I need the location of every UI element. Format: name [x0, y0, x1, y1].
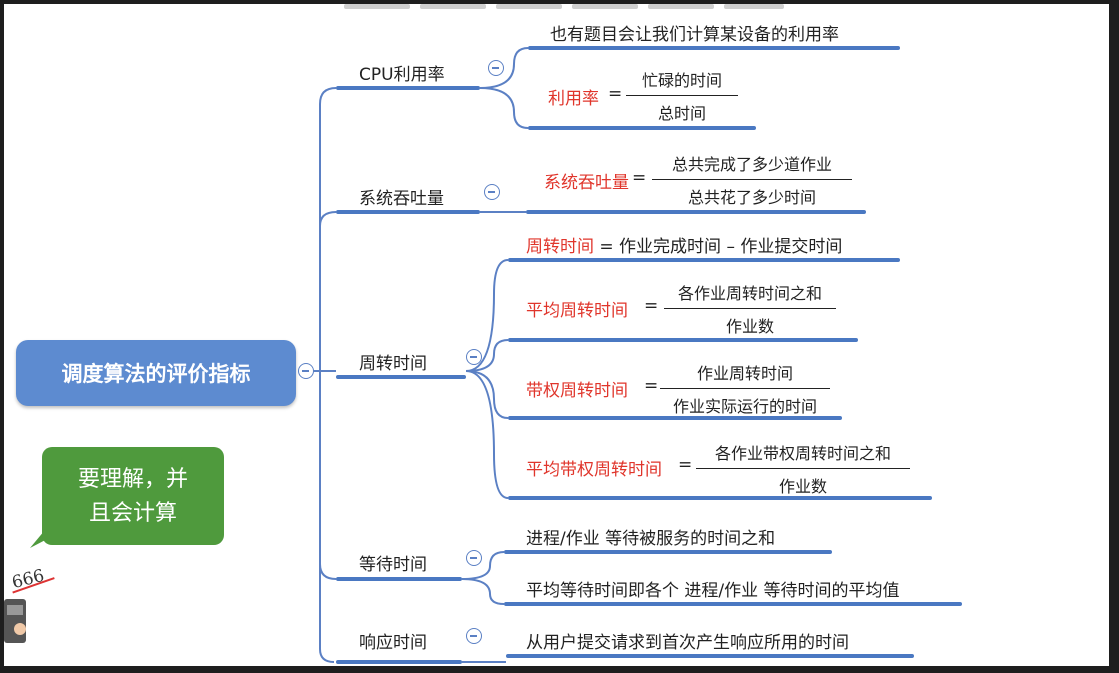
waiting-item1: 进程/作业 等待被服务的时间之和 — [526, 529, 776, 549]
branch-throughput-underline — [336, 210, 480, 214]
cpu-remark: 也有题目会让我们计算某设备的利用率 — [550, 25, 839, 45]
turnaround-avg-fraction: 各作业周转时间之和 作业数 — [664, 280, 836, 337]
note-line-1: 要理解，并 — [77, 467, 188, 492]
branch-cpu-collapse-icon[interactable] — [488, 60, 504, 76]
branch-waiting-collapse-icon[interactable] — [466, 550, 482, 566]
turnaround-avg-weighted-underline — [508, 496, 932, 500]
response-item1-underline — [506, 654, 914, 658]
root-collapse-icon[interactable] — [298, 363, 314, 379]
waiting-item2: 平均等待时间即各个 进程/作业 等待时间的平均值 — [526, 581, 900, 601]
branch-throughput-collapse-icon[interactable] — [484, 184, 500, 200]
throughput-formula-numerator: 总共完成了多少道作业 — [652, 151, 852, 180]
note-callout: 要理解，并 且会计算 — [42, 447, 224, 545]
turnaround-def: 周转时间 = 作业完成时间 – 作业提交时间 — [526, 232, 842, 257]
cpu-formula-fraction: 忙碌的时间 总时间 — [626, 67, 738, 124]
branch-turnaround-underline — [336, 375, 466, 379]
turnaround-def-underline — [508, 258, 900, 262]
cpu-formula-numerator: 忙碌的时间 — [626, 67, 738, 96]
turnaround-weighted-fraction: 作业周转时间 作业实际运行的时间 — [660, 360, 830, 417]
turnaround-avg-weighted-fraction: 各作业带权周转时间之和 作业数 — [696, 440, 910, 497]
cartoon-sticker-image: 666 — [4, 566, 55, 643]
throughput-formula-eq: = — [632, 168, 647, 188]
turnaround-avg-term: 平均周转时间 — [526, 301, 628, 321]
turnaround-avg-denominator: 作业数 — [725, 317, 774, 336]
throughput-formula-term: 系统吞吐量 — [544, 173, 629, 193]
turnaround-weighted-underline — [508, 416, 842, 420]
throughput-formula-denominator: 总共花了多少时间 — [687, 188, 816, 207]
window-top-bar — [344, 4, 784, 10]
cpu-formula-underline — [528, 126, 756, 130]
throughput-formula-fraction: 总共完成了多少道作业 总共花了多少时间 — [652, 151, 852, 208]
turnaround-def-term: 周转时间 — [526, 237, 594, 257]
turnaround-weighted-numerator: 作业周转时间 — [660, 360, 830, 389]
note-line-2: 且会计算 — [88, 501, 177, 526]
cpu-formula-eq: = — [608, 84, 623, 104]
turnaround-weighted-denominator: 作业实际运行的时间 — [672, 397, 817, 416]
mind-map-canvas: 调度算法的评价指标 CPU利用率 也有题目会让我们计算某设备的利用率 利用率 =… — [4, 4, 1109, 666]
waiting-item2-underline — [504, 602, 962, 606]
branch-response-underline — [336, 660, 462, 664]
turnaround-avg-eq: = — [644, 296, 659, 316]
waiting-item1-underline — [504, 550, 832, 554]
branch-turnaround-collapse-icon[interactable] — [466, 349, 482, 365]
turnaround-weighted-term: 带权周转时间 — [526, 381, 628, 401]
cpu-remark-underline — [528, 46, 900, 50]
response-item1: 从用户提交请求到首次产生响应所用的时间 — [526, 633, 849, 653]
root-node[interactable]: 调度算法的评价指标 — [16, 340, 296, 406]
branch-waiting-underline — [336, 577, 462, 581]
branch-waiting-label: 等待时间 — [359, 555, 427, 575]
branch-response-label: 响应时间 — [359, 633, 427, 653]
branch-turnaround-label: 周转时间 — [359, 354, 427, 374]
root-label: 调度算法的评价指标 — [61, 362, 251, 386]
throughput-formula-underline — [526, 210, 866, 214]
branch-cpu-label: CPU利用率 — [359, 65, 445, 85]
turnaround-avg-numerator: 各作业周转时间之和 — [664, 280, 836, 309]
branch-cpu-underline — [336, 86, 480, 90]
turnaround-avg-weighted-denominator: 作业数 — [778, 477, 827, 496]
turnaround-avg-weighted-eq: = — [678, 455, 693, 475]
turnaround-def-rest: = 作业完成时间 – 作业提交时间 — [594, 237, 843, 257]
cpu-formula-term: 利用率 — [548, 89, 599, 109]
branch-response-collapse-icon[interactable] — [466, 628, 482, 644]
cpu-formula-denominator: 总时间 — [657, 104, 706, 123]
turnaround-avg-weighted-term: 平均带权周转时间 — [526, 460, 662, 480]
sticker-text: 666 — [10, 566, 46, 593]
turnaround-weighted-eq: = — [644, 376, 659, 396]
branch-throughput-label: 系统吞吐量 — [359, 189, 444, 209]
connector-lines — [304, 47, 529, 663]
turnaround-avg-underline — [508, 338, 858, 342]
turnaround-avg-weighted-numerator: 各作业带权周转时间之和 — [696, 440, 910, 469]
